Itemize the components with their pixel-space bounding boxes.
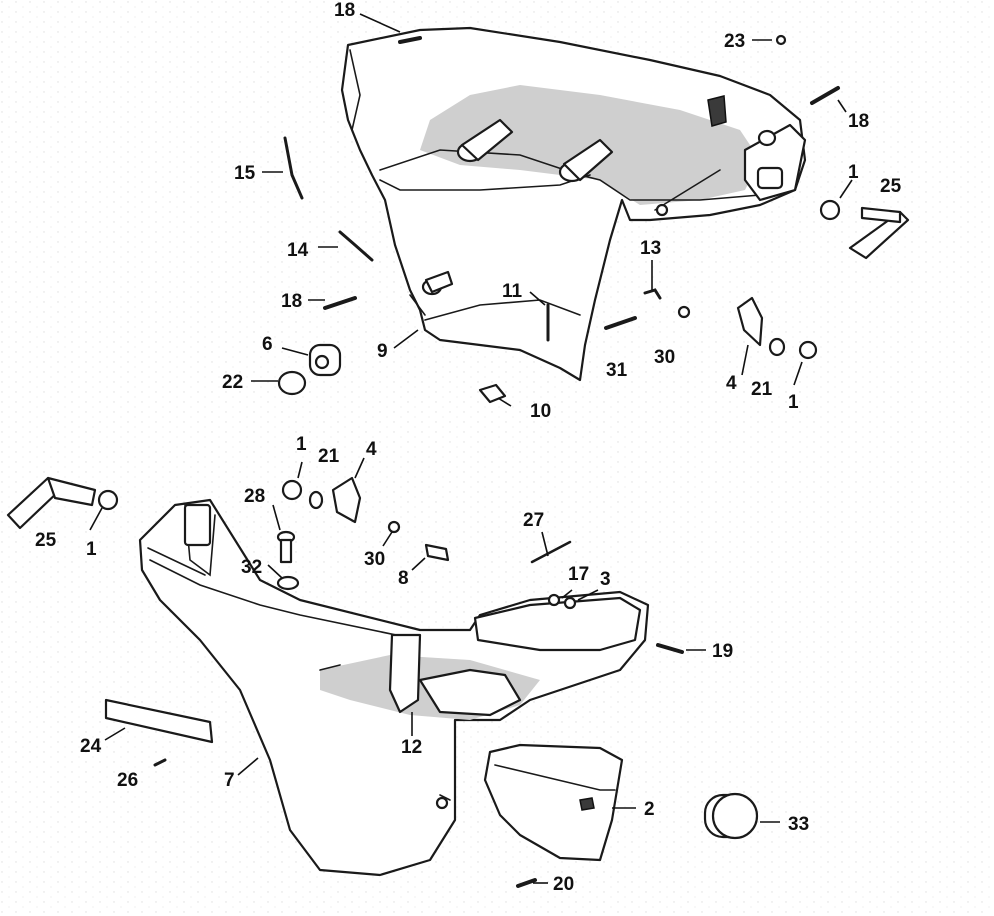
callout-24: 24 [80, 736, 102, 757]
callout-10: 10 [530, 401, 551, 422]
cap-part-33 [703, 792, 759, 840]
plate-part-24 [104, 698, 214, 744]
callout-22: 22 [222, 372, 243, 393]
upper-cowl-part [340, 26, 807, 382]
callout-15: 15 [234, 163, 256, 184]
callout-23: 23 [724, 31, 745, 52]
callout-12: 12 [401, 737, 422, 758]
nut-part-1b [798, 340, 818, 360]
callout-21: 21 [318, 446, 340, 467]
handle-part-25-left [6, 476, 97, 530]
callout-25: 25 [880, 176, 902, 197]
mount-part-6 [308, 343, 342, 377]
callout-6: 6 [262, 334, 273, 355]
callout-4: 4 [366, 439, 377, 460]
nut-part-1d [97, 489, 119, 511]
screw-part-19 [656, 643, 684, 654]
callout-27: 27 [523, 510, 544, 531]
callout-33: 33 [788, 814, 809, 835]
screw-part-26 [153, 758, 167, 767]
leader-lines [89, 13, 853, 884]
callout-18: 18 [334, 0, 355, 21]
callout-17: 17 [568, 564, 589, 585]
callout-20: 20 [553, 874, 574, 895]
washer-part-22 [277, 370, 307, 396]
wire-part-14 [338, 230, 374, 262]
side-cover-part [483, 743, 624, 862]
callout-19: 19 [712, 641, 733, 662]
callout-21: 21 [751, 379, 773, 400]
nut-part-1a [819, 199, 841, 221]
callout-4: 4 [726, 373, 737, 394]
bolt-part-18a [398, 36, 422, 44]
callout-9: 9 [377, 341, 388, 362]
callout-7: 7 [224, 770, 235, 791]
callout-26: 26 [117, 770, 138, 791]
handle-part-25-right [848, 206, 910, 260]
callout-2: 2 [644, 799, 655, 820]
wire-part-15 [283, 136, 304, 200]
callout-1: 1 [296, 434, 307, 455]
callout-3: 3 [600, 569, 611, 590]
callout-32: 32 [241, 557, 262, 578]
callout-28: 28 [244, 486, 265, 507]
pin-part-28 [276, 530, 296, 564]
washer-part-3 [563, 596, 577, 610]
callout-1: 1 [86, 539, 97, 560]
bracket-part-4a [736, 296, 764, 347]
callout-8: 8 [398, 568, 409, 589]
washer-part-17 [547, 593, 561, 607]
callout-1: 1 [788, 392, 799, 413]
screw-part-20 [516, 878, 537, 888]
bolt-part-18c [323, 296, 357, 310]
bolt-part-31 [604, 316, 637, 330]
callout-18: 18 [848, 111, 869, 132]
bracket-part-4b [331, 476, 362, 524]
callout-13: 13 [640, 238, 661, 259]
spring-part-13 [643, 288, 662, 300]
rod-part-27 [530, 540, 572, 564]
nut-part-1c [281, 479, 303, 501]
screw-part-23 [775, 34, 787, 46]
screw-part-30a [677, 305, 691, 319]
callout-25: 25 [35, 530, 57, 551]
callout-labels: 18 23 18 15 1 25 14 13 18 11 6 9 31 30 4… [35, 0, 902, 895]
callout-30: 30 [654, 347, 675, 368]
screw-part-30b [387, 520, 401, 534]
callout-18: 18 [281, 291, 302, 312]
callout-31: 31 [606, 360, 628, 381]
callout-1: 1 [848, 162, 859, 183]
washer-part-21a [768, 337, 786, 357]
callout-11: 11 [502, 281, 523, 302]
callout-14: 14 [287, 240, 309, 261]
bolt-part-18b [810, 86, 840, 105]
oring-part-32 [276, 575, 300, 591]
callout-30: 30 [364, 549, 385, 570]
washer-part-21b [308, 490, 324, 510]
lower-cowl-part [138, 498, 650, 877]
clip-part-8 [424, 543, 450, 562]
